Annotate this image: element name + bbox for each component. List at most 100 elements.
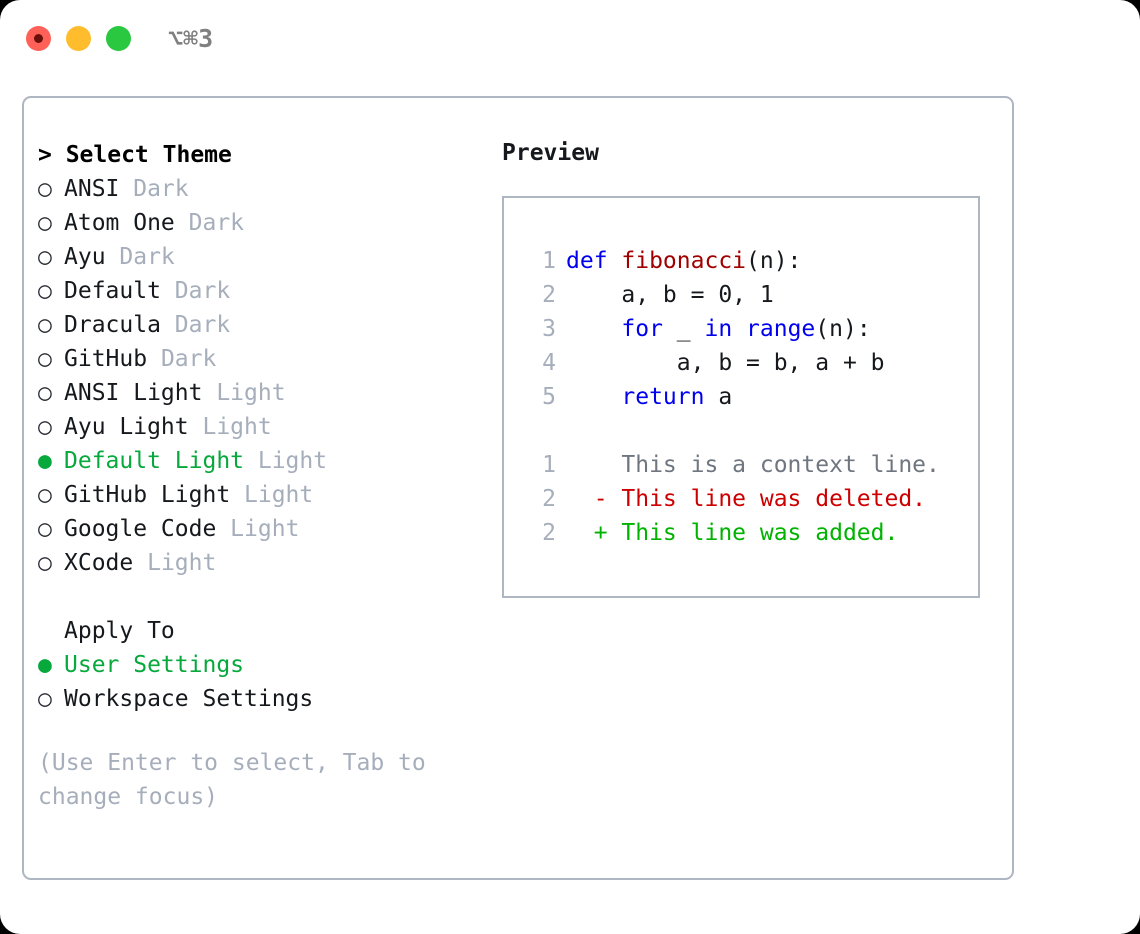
code-token	[732, 316, 746, 342]
list-spacer	[38, 580, 488, 614]
radio-unselected-icon: ○	[38, 550, 52, 576]
apply-to-list: ● User Settings ○ Workspace Settings	[38, 648, 488, 716]
radio-unselected-icon: ○	[38, 516, 52, 542]
theme-name: Google Code	[64, 516, 217, 542]
radio-unselected-icon: ○	[38, 346, 52, 372]
code-token: return	[621, 384, 705, 410]
theme-list: ○ ANSI Dark ○ Atom One Dark ○ Ayu Dark ○ Defaul…	[38, 172, 488, 580]
radio-selected-icon: ●	[38, 652, 52, 678]
radio-unselected-icon: ○	[38, 176, 52, 202]
theme-kind-label: Light	[216, 516, 300, 542]
line-number: 5	[542, 384, 556, 410]
theme-kind-label: Dark	[147, 346, 217, 372]
theme-name: XCode	[64, 550, 134, 576]
line-number: 2	[542, 282, 556, 308]
close-button[interactable]	[26, 26, 51, 51]
theme-list-item[interactable]: ○Ayu Light Light	[38, 410, 488, 444]
code-token: def	[566, 248, 622, 274]
theme-name: GitHub	[64, 346, 148, 372]
code-token: (n):	[746, 248, 802, 274]
diff-line: 2 - This line was deleted.	[522, 482, 978, 516]
code-line: 3 for _ in range(n):	[522, 312, 978, 346]
radio-unselected-icon: ○	[38, 210, 52, 236]
apply-to-header: Apply To	[38, 614, 488, 648]
theme-picker-column: > Select Theme ○ANSI Dark○Atom One Dark○…	[38, 138, 488, 814]
theme-name: GitHub Light	[64, 482, 231, 508]
radio-unselected-icon: ○	[38, 380, 52, 406]
theme-kind-label: Light	[202, 380, 286, 406]
code-token: a	[704, 384, 733, 410]
apply-to-option[interactable]: ○ Workspace Settings	[38, 682, 488, 716]
code-token: a, b = b, a + b	[566, 350, 885, 376]
theme-list-item[interactable]: ○Default Dark	[38, 274, 488, 308]
theme-kind-label: Light	[133, 550, 217, 576]
theme-kind-label: Light	[244, 448, 328, 474]
radio-unselected-icon: ○	[38, 686, 52, 712]
code-line: 2 a, b = 0, 1	[522, 278, 978, 312]
radio-unselected-icon: ○	[38, 278, 52, 304]
diff-line-text: + This line was added.	[566, 520, 899, 546]
theme-name: Ayu	[64, 244, 106, 270]
line-number: 1	[542, 248, 556, 274]
preview-title: Preview	[502, 140, 599, 166]
keyboard-hint-text: (Use Enter to select, Tab to change focu…	[38, 750, 440, 810]
apply-to-header-indent	[38, 614, 64, 648]
theme-name: ANSI Light	[64, 380, 203, 406]
minimize-button[interactable]	[66, 26, 91, 51]
code-token	[566, 384, 621, 410]
theme-list-item[interactable]: ○ Google Code Light	[38, 512, 488, 546]
code-token: in	[704, 316, 733, 342]
code-token: range	[746, 316, 816, 342]
radio-unselected-icon: ○	[38, 244, 52, 270]
line-number: 3	[542, 316, 556, 342]
code-line: 5 return a	[522, 380, 978, 414]
code-line: 4 a, b = b, a + b	[522, 346, 978, 380]
theme-list-item[interactable]: ●Default Light Light	[38, 444, 488, 478]
code-token: a, b = 0, 1	[566, 282, 774, 308]
theme-list-item[interactable]: ○ XCode Light	[38, 546, 488, 580]
apply-to-option-label: User Settings	[64, 652, 245, 678]
maximize-button[interactable]	[106, 26, 131, 51]
code-diff-separator	[522, 414, 978, 448]
theme-kind-label: Dark	[160, 312, 231, 338]
theme-kind-label: Dark	[119, 176, 189, 202]
keyboard-shortcut-label: ⌥⌘3	[168, 24, 214, 53]
diff-sample: 1 This is a context line. 2 - This line w…	[522, 448, 978, 550]
theme-list-item[interactable]: ○GitHub Light Light	[38, 478, 488, 512]
theme-name: Ayu Light	[64, 414, 189, 440]
diff-line-text: This is a context line.	[566, 452, 940, 478]
apply-to-header-label: Apply To	[64, 618, 175, 644]
theme-list-item[interactable]: ○ GitHub Dark	[38, 342, 488, 376]
theme-picker-header: > Select Theme	[38, 142, 232, 168]
theme-list-item[interactable]: ○ ANSI Dark	[38, 172, 488, 206]
theme-list-item[interactable]: ○ Atom One Dark	[38, 206, 488, 240]
code-token: _	[662, 316, 705, 342]
theme-kind-label: Light	[230, 482, 314, 508]
theme-name: ANSI	[64, 176, 120, 202]
apply-to-option-label: Workspace Settings	[64, 686, 314, 712]
code-token: for	[621, 316, 663, 342]
theme-kind-label: Dark	[174, 210, 245, 236]
theme-list-item[interactable]: ○Dracula Dark	[38, 308, 488, 342]
code-line: 1 def fibonacci(n):	[522, 244, 978, 278]
line-number: 1	[542, 452, 556, 478]
code-token	[566, 316, 621, 342]
line-number: 2	[542, 486, 556, 512]
radio-unselected-icon: ○	[38, 414, 52, 440]
radio-selected-icon: ●	[38, 448, 52, 474]
theme-kind-label: Dark	[105, 244, 175, 270]
theme-name: Default	[64, 278, 161, 304]
line-number: 4	[542, 350, 556, 376]
theme-name: Atom One	[64, 210, 175, 236]
radio-unselected-icon: ○	[38, 312, 52, 338]
diff-line-text: - This line was deleted.	[566, 486, 927, 512]
code-token: fibonacci	[621, 248, 747, 274]
theme-list-item[interactable]: ○ Ayu Dark	[38, 240, 488, 274]
window-titlebar: ⌥⌘3	[0, 0, 1140, 78]
theme-list-item[interactable]: ○ ANSI Light Light	[38, 376, 488, 410]
apply-to-option[interactable]: ● User Settings	[38, 648, 488, 682]
